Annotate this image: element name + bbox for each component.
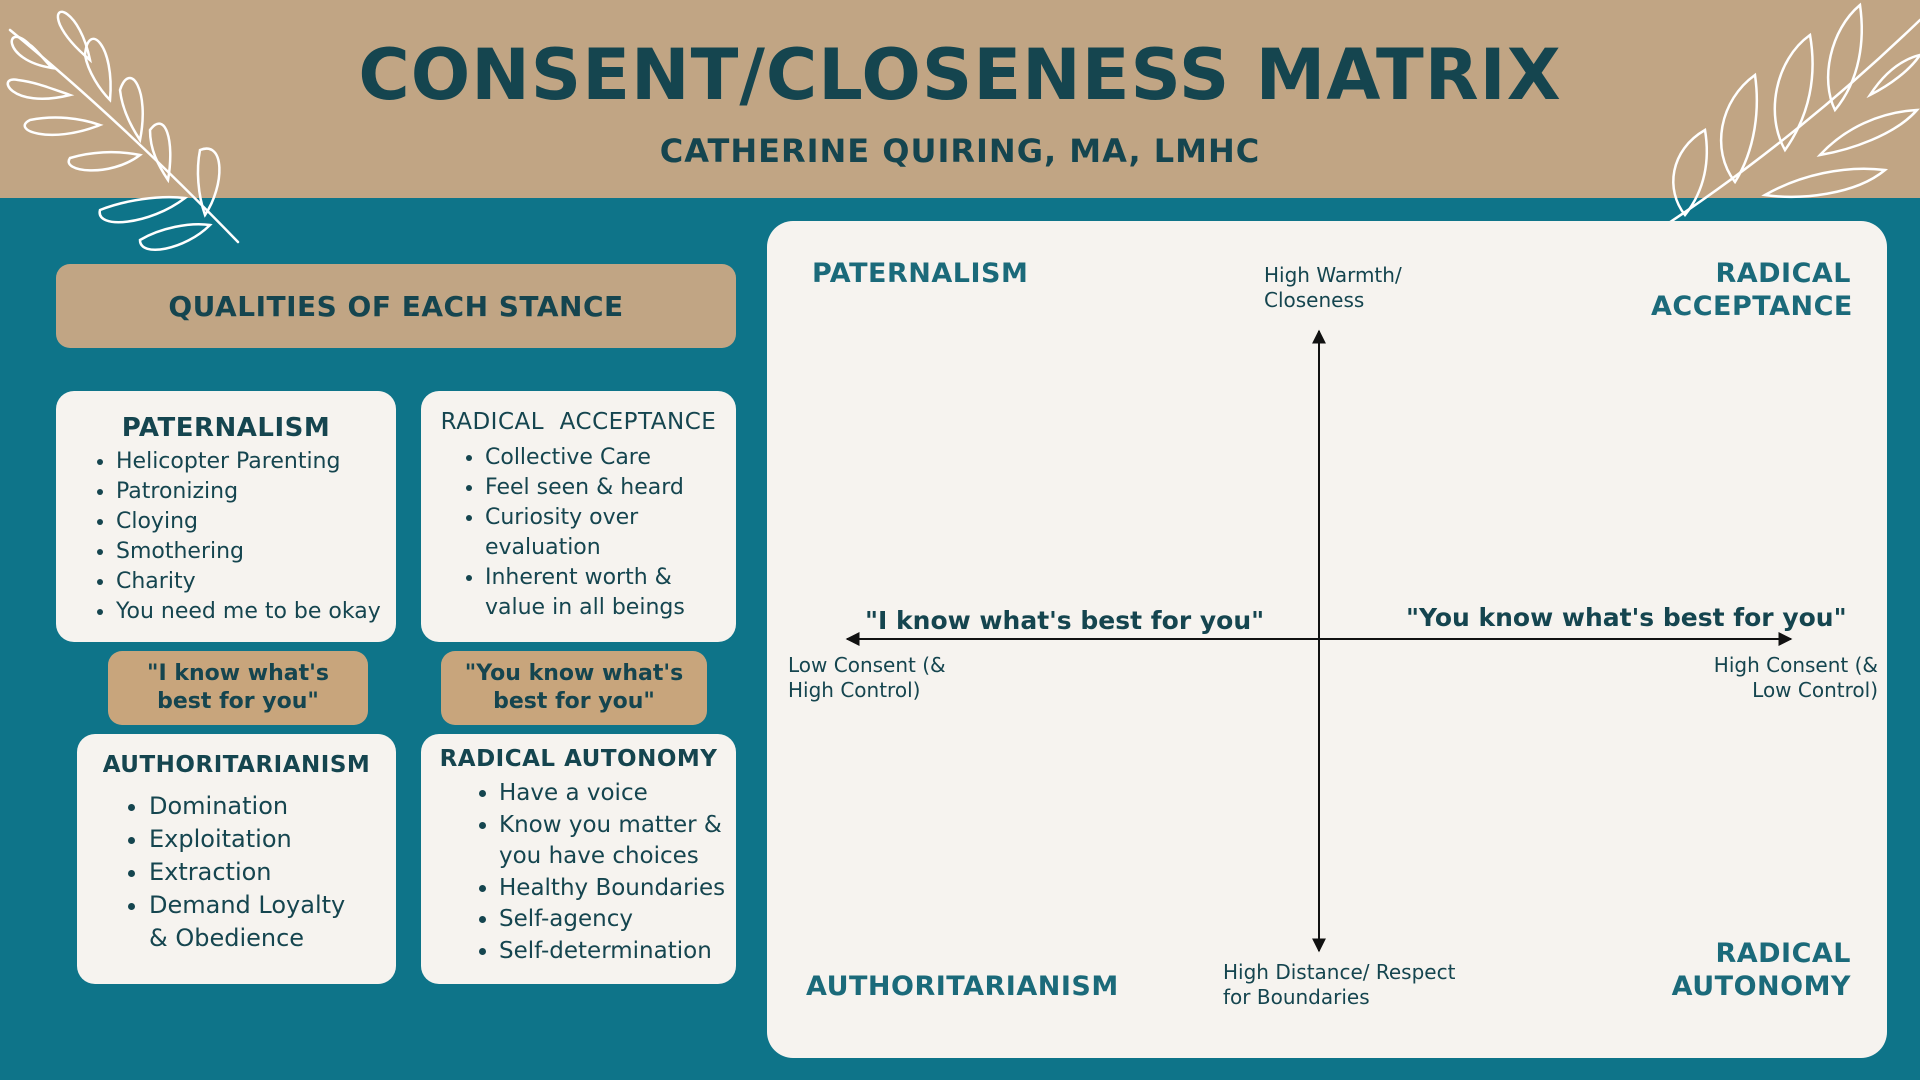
list-item: Cloying xyxy=(116,507,396,537)
list-item: Helicopter Parenting xyxy=(116,447,396,477)
quadrant-label-top-right: RADICAL ACCEPTANCE xyxy=(1651,258,1853,322)
quote-right: "You know what's best for you" xyxy=(1406,603,1847,632)
list-item: Extraction xyxy=(149,856,396,889)
qualities-heading: QUALITIES OF EACH STANCE xyxy=(56,264,736,348)
list-item: Curiosity over evaluation xyxy=(485,503,685,563)
quadrant-label-bottom-left: AUTHORITARIANISM xyxy=(806,971,1119,1002)
quote-pill-left-text: "I know what's best for you" xyxy=(147,661,329,714)
list-item: Self-agency xyxy=(499,904,736,936)
paternalism-card: PATERNALISM Helicopter Parenting Patroni… xyxy=(56,391,396,642)
matrix-panel: PATERNALISM RADICAL ACCEPTANCE AUTHORITA… xyxy=(767,221,1887,1058)
radical-acceptance-card-title: RADICAL ACCEPTANCE xyxy=(440,409,717,435)
leaf-left-icon xyxy=(6,10,240,251)
list-item: Charity xyxy=(116,567,396,597)
quadrant-label-bottom-right: RADICAL AUTONOMY xyxy=(1671,938,1851,1002)
list-item: Know you matter & you have choices xyxy=(499,810,724,873)
radical-acceptance-card: RADICAL ACCEPTANCE Collective Care Feel … xyxy=(421,391,736,642)
list-item: Have a voice xyxy=(499,778,736,810)
list-item: Exploitation xyxy=(149,823,396,856)
page-title: CONSENT/CLOSENESS MATRIX xyxy=(358,34,1562,116)
list-item: Inherent worth & value in all beings xyxy=(485,563,735,623)
list-item: Collective Care xyxy=(485,443,736,473)
list-item: You need me to be okay xyxy=(116,597,396,627)
authoritarianism-card: AUTHORITARIANISM Domination Exploitation… xyxy=(77,734,396,984)
quote-left: "I know what's best for you" xyxy=(865,606,1265,635)
y-axis-bottom-label: High Distance/ Respect for Boundaries xyxy=(1223,960,1456,1009)
paternalism-card-title: PATERNALISM xyxy=(121,413,331,443)
paternalism-list: Helicopter Parenting Patronizing Cloying… xyxy=(88,447,396,627)
y-axis-top-label: High Warmth/ Closeness xyxy=(1264,263,1402,312)
matrix-axes xyxy=(845,329,1793,953)
authoritarianism-card-title: AUTHORITARIANISM xyxy=(102,752,371,778)
x-axis-right-label: High Consent (& Low Control) xyxy=(1713,653,1878,702)
header-banner xyxy=(0,0,1920,198)
list-item: Demand Loyalty & Obedience xyxy=(149,889,349,955)
radical-autonomy-card-title: RADICAL AUTONOMY xyxy=(439,746,718,772)
list-item: Healthy Boundaries xyxy=(499,873,736,905)
list-item: Smothering xyxy=(116,537,396,567)
radical-autonomy-list: Have a voice Know you matter & you have … xyxy=(471,778,736,967)
quote-pill-right-text: "You know what's best for you" xyxy=(464,661,684,714)
list-item: Feel seen & heard xyxy=(485,473,736,503)
list-item: Self-determination xyxy=(499,936,736,968)
radical-acceptance-list: Collective Care Feel seen & heard Curios… xyxy=(457,443,736,623)
radical-autonomy-card: RADICAL AUTONOMY Have a voice Know you m… xyxy=(421,734,736,984)
quote-pill-left: "I know what's best for you" xyxy=(108,651,368,725)
list-item: Patronizing xyxy=(116,477,396,507)
quadrant-label-top-left: PATERNALISM xyxy=(812,258,1029,289)
list-item: Domination xyxy=(149,790,396,823)
quote-pill-right: "You know what's best for you" xyxy=(441,651,707,725)
authoritarianism-list: Domination Exploitation Extraction Deman… xyxy=(121,790,396,955)
page-subtitle: CATHERINE QUIRING, MA, LMHC xyxy=(659,132,1261,170)
x-axis-left-label: Low Consent (& High Control) xyxy=(788,653,946,702)
